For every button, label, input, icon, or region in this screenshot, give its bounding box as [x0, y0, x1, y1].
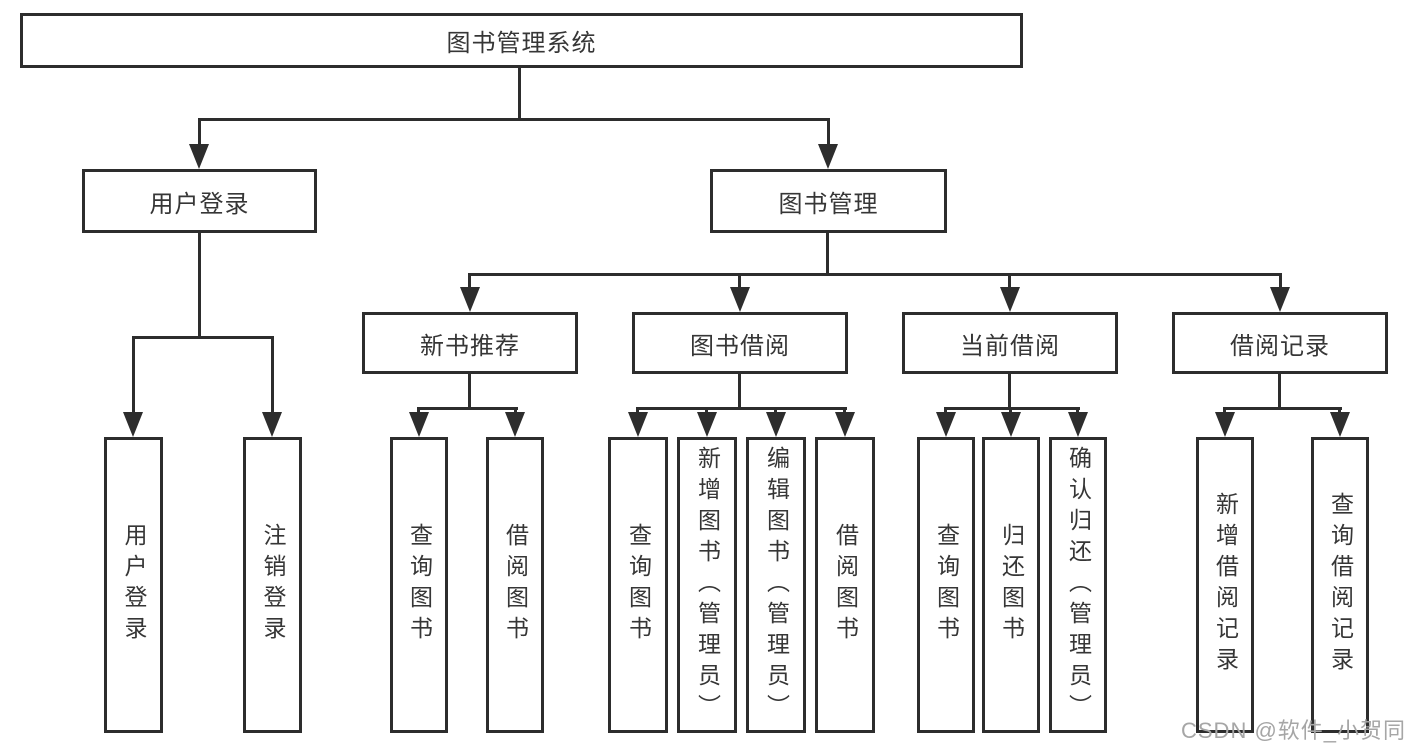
connector-line [132, 336, 274, 339]
leaf-confirm-return-admin: 确认归还（管理员） [1049, 437, 1107, 733]
arrow-down-icon [409, 412, 429, 437]
connector-line [1223, 407, 1342, 410]
arrow-down-icon [818, 144, 838, 169]
leaf-label: 编辑图书（管理员） [763, 445, 790, 725]
node-user-login-label: 用户登录 [149, 190, 250, 218]
arrow-down-icon [1068, 412, 1088, 437]
leaf-label: 用户登录 [121, 523, 147, 647]
arrow-down-icon [1330, 412, 1350, 437]
arrow-down-icon [505, 412, 525, 437]
csdn-watermark: CSDN @软件_小贺同学 [1181, 718, 1405, 743]
arrow-down-icon [835, 412, 855, 437]
arrow-down-icon [1270, 287, 1290, 312]
leaf-add-book-admin: 新增图书（管理员） [677, 437, 737, 733]
arrow-down-icon [1000, 287, 1020, 312]
connector-line [132, 336, 135, 414]
connector-line [827, 118, 830, 148]
connector-line [198, 232, 201, 339]
arrow-down-icon [460, 287, 480, 312]
connector-line [417, 407, 420, 416]
connector-line [417, 407, 518, 410]
node-label: 借阅记录 [1230, 332, 1330, 360]
connector-line [738, 273, 741, 289]
connector-line [271, 336, 274, 414]
leaf-return-book: 归还图书 [982, 437, 1040, 733]
arrow-down-icon [936, 412, 956, 437]
connector-line [1338, 407, 1341, 416]
connector-line [843, 407, 846, 416]
node-borrow-record: 借阅记录 [1172, 312, 1388, 374]
leaf-label: 确认归还（管理员） [1065, 445, 1092, 725]
leaf-label: 借阅图书 [502, 523, 529, 647]
arrow-down-icon [189, 144, 209, 169]
connector-line [1278, 374, 1281, 408]
connector-line [636, 407, 847, 410]
leaf-query-borrow-record: 查询借阅记录 [1311, 437, 1369, 733]
leaf-label: 新增图书（管理员） [694, 445, 721, 725]
arrow-down-icon [123, 412, 143, 437]
leaf-add-borrow-record: 新增借阅记录 [1196, 437, 1254, 733]
node-book-borrow: 图书借阅 [632, 312, 848, 374]
leaf-label: 查询图书 [406, 523, 433, 647]
leaf-logout: 注销登录 [243, 437, 302, 733]
leaf-query-book-2: 查询图书 [608, 437, 668, 733]
connector-line [944, 407, 1080, 410]
leaf-query-book-1: 查询图书 [390, 437, 448, 733]
connector-line [826, 232, 829, 273]
leaf-edit-book-admin: 编辑图书（管理员） [746, 437, 806, 733]
connector-line [705, 407, 708, 416]
connector-line [1223, 407, 1226, 416]
leaf-label: 借阅图书 [832, 523, 859, 647]
connector-line [1279, 273, 1282, 289]
node-book-management: 图书管理 [710, 169, 947, 233]
arrow-down-icon [1215, 412, 1235, 437]
leaf-borrow-book-1: 借阅图书 [486, 437, 544, 733]
arrow-down-icon [262, 412, 282, 437]
leaf-label: 注销登录 [260, 523, 286, 647]
connector-line [1009, 407, 1012, 416]
connector-line [468, 273, 1282, 276]
node-label: 当前借阅 [960, 332, 1060, 360]
leaf-label: 新增借阅记录 [1212, 492, 1239, 678]
connector-line [944, 407, 947, 416]
connector-line [1008, 374, 1011, 408]
arrow-down-icon [730, 287, 750, 312]
connector-line [198, 118, 830, 121]
connector-line [468, 374, 471, 408]
connector-line [468, 273, 471, 289]
leaf-label: 查询借阅记录 [1327, 492, 1354, 678]
node-root-label: 图书管理系统 [446, 30, 597, 57]
node-user-login: 用户登录 [82, 169, 317, 233]
connector-line [738, 374, 741, 408]
leaf-label: 归还图书 [998, 523, 1025, 647]
node-new-book-recommend: 新书推荐 [362, 312, 578, 374]
node-book-management-label: 图书管理 [778, 190, 879, 218]
node-root: 图书管理系统 [20, 13, 1023, 68]
leaf-label: 查询图书 [625, 523, 652, 647]
connector-line [1008, 273, 1011, 289]
connector-line [636, 407, 639, 416]
leaf-borrow-book-2: 借阅图书 [815, 437, 875, 733]
arrow-down-icon [766, 412, 786, 437]
connector-line [198, 118, 201, 148]
connector-line [514, 407, 517, 416]
node-current-borrow: 当前借阅 [902, 312, 1118, 374]
leaf-query-book-3: 查询图书 [917, 437, 975, 733]
arrow-down-icon [628, 412, 648, 437]
arrow-down-icon [1001, 412, 1021, 437]
connector-line [774, 407, 777, 416]
leaf-label: 查询图书 [933, 523, 960, 647]
arrow-down-icon [697, 412, 717, 437]
connector-line [518, 68, 521, 118]
node-label: 新书推荐 [420, 332, 520, 360]
leaf-user-login: 用户登录 [104, 437, 163, 733]
connector-line [1076, 407, 1079, 416]
node-label: 图书借阅 [690, 332, 790, 360]
